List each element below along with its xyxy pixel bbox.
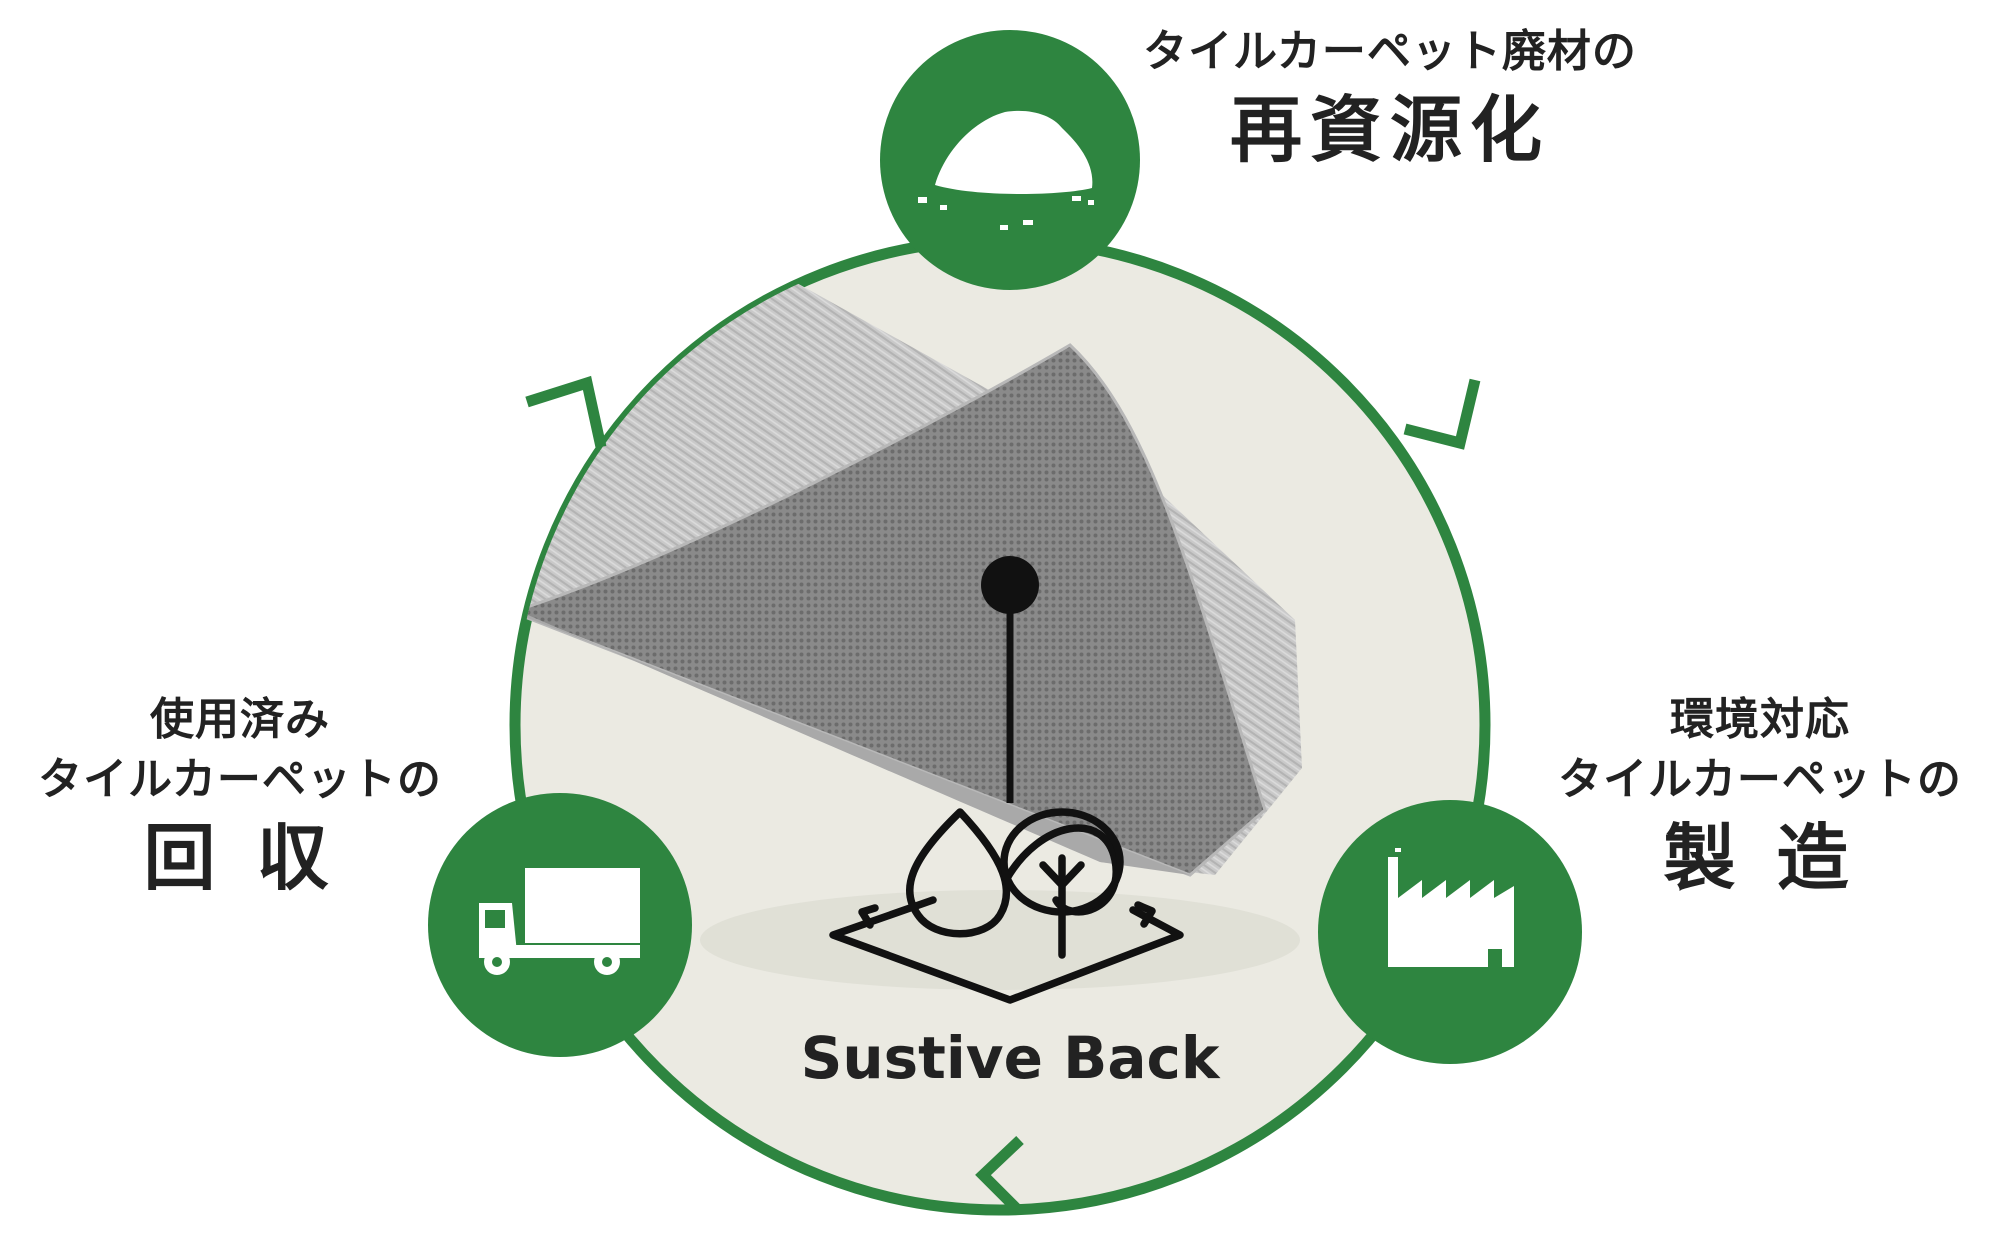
cycle-arrow-marks bbox=[525, 375, 1481, 1214]
stage-right-line2: タイルカーペットの bbox=[1558, 754, 1962, 805]
stage-node-right bbox=[1318, 800, 1582, 1064]
stage-right-line1: 環境対応 bbox=[1670, 694, 1850, 745]
stage-top-line1: タイルカーペット廃材の bbox=[1143, 26, 1637, 77]
stage-node-left bbox=[428, 793, 692, 1057]
factory-icon bbox=[1388, 848, 1514, 967]
sustive-back-logo-icon bbox=[829, 808, 1184, 1004]
arrow-bottom bbox=[975, 1136, 1024, 1214]
stage-right-title: 製 造 bbox=[1663, 816, 1857, 900]
stage-label-left: 使用済み タイルカーペットの 回 収 bbox=[5, 690, 475, 906]
stage-left-line2: タイルカーペットの bbox=[38, 754, 442, 805]
arrow-top-right bbox=[1403, 378, 1481, 450]
logo-text: Sustive Back bbox=[801, 1024, 1221, 1092]
stage-label-top: タイルカーペット廃材の 再資源化 bbox=[1080, 22, 1700, 178]
stage-left-title: 回 収 bbox=[143, 816, 337, 900]
tile-carpet-backing-photo bbox=[515, 258, 1302, 990]
stage-label-right: 環境対応 タイルカーペットの 製 造 bbox=[1530, 690, 1990, 906]
stage-node-top bbox=[880, 30, 1140, 290]
stage-left-line1: 使用済み bbox=[150, 694, 330, 745]
stage-top-title: 再資源化 bbox=[1229, 88, 1550, 172]
logo-pointer bbox=[981, 556, 1039, 803]
rubble-pile-icon bbox=[918, 110, 1094, 230]
arrow-top-left bbox=[525, 375, 607, 449]
